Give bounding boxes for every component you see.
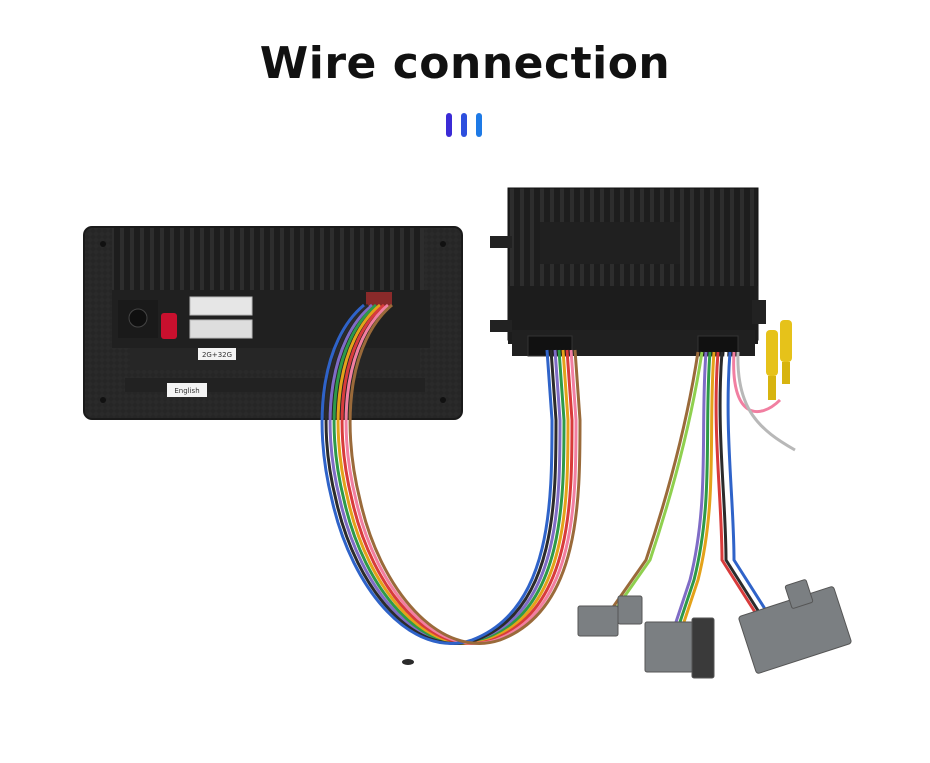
harness-left [320, 303, 582, 665]
accent-bars [446, 113, 486, 137]
accent-bar-2 [461, 113, 467, 137]
page-title: Wire connection [259, 38, 671, 89]
accent-bar-3 [476, 113, 482, 137]
head-unit: 2G+32G English [83, 226, 463, 420]
language-sticker [167, 383, 207, 397]
language-sticker-text: English [174, 387, 199, 395]
decoder-box [490, 187, 766, 357]
car-connectors [577, 579, 852, 679]
harness-right [609, 351, 796, 641]
model-sticker [198, 348, 236, 360]
accent-bar-1 [446, 113, 452, 137]
model-sticker-text: 2G+32G [202, 351, 232, 359]
product-photo: 2G+32G English [83, 187, 852, 679]
rca-plugs [766, 320, 792, 400]
